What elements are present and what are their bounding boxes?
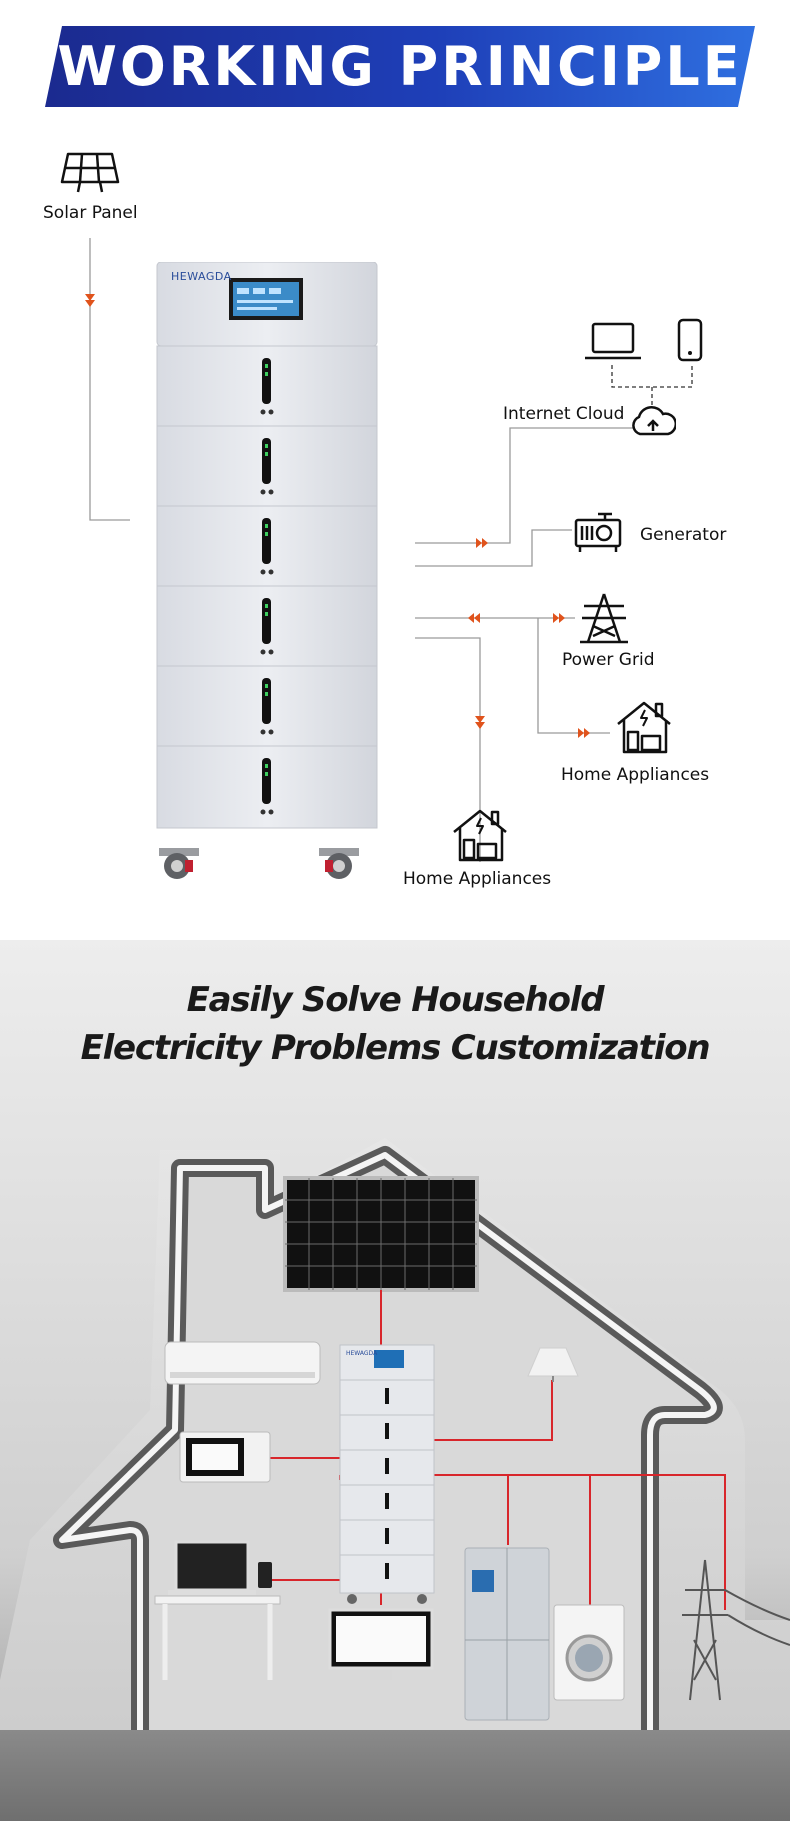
headline-line-1: Easily Solve Household	[186, 980, 605, 1020]
generator-label: Generator	[640, 525, 727, 545]
home-appliances-bottom-icon	[453, 809, 507, 862]
battery-cabinet-drawing	[156, 261, 378, 879]
power-grid-label: Power Grid	[562, 650, 655, 670]
home-appliances-icon	[617, 701, 671, 754]
title-banner: WORKING PRINCIPLE	[45, 26, 755, 107]
solar-panel-label: Solar Panel	[43, 203, 138, 223]
home-appliances-right-label: Home Appliances	[561, 765, 710, 785]
cloud-icon	[632, 405, 676, 436]
home-appliances-bottom-label: Home Appliances	[403, 869, 552, 889]
battery-cabinet: HEWAGDA	[155, 261, 379, 882]
solar-panel-icon	[60, 152, 120, 193]
cabinet-brand: HEWAGDA	[346, 1350, 378, 1357]
household-illustration-section: Easily Solve Household Electricity Probl…	[0, 940, 790, 1821]
laptop-icon	[585, 322, 641, 360]
phone-icon	[677, 318, 703, 362]
generator-icon	[574, 512, 622, 552]
page-title: WORKING PRINCIPLE	[57, 35, 743, 98]
house-scene	[0, 1138, 790, 1821]
internet-cloud-label: Internet Cloud	[503, 404, 625, 424]
headline-line-2: Electricity Problems Customization	[80, 1028, 711, 1068]
banner-background	[45, 26, 755, 107]
flow-lines	[85, 238, 693, 862]
power-tower-icon	[580, 593, 628, 644]
brand-logo: HEWAGDA	[171, 270, 232, 283]
